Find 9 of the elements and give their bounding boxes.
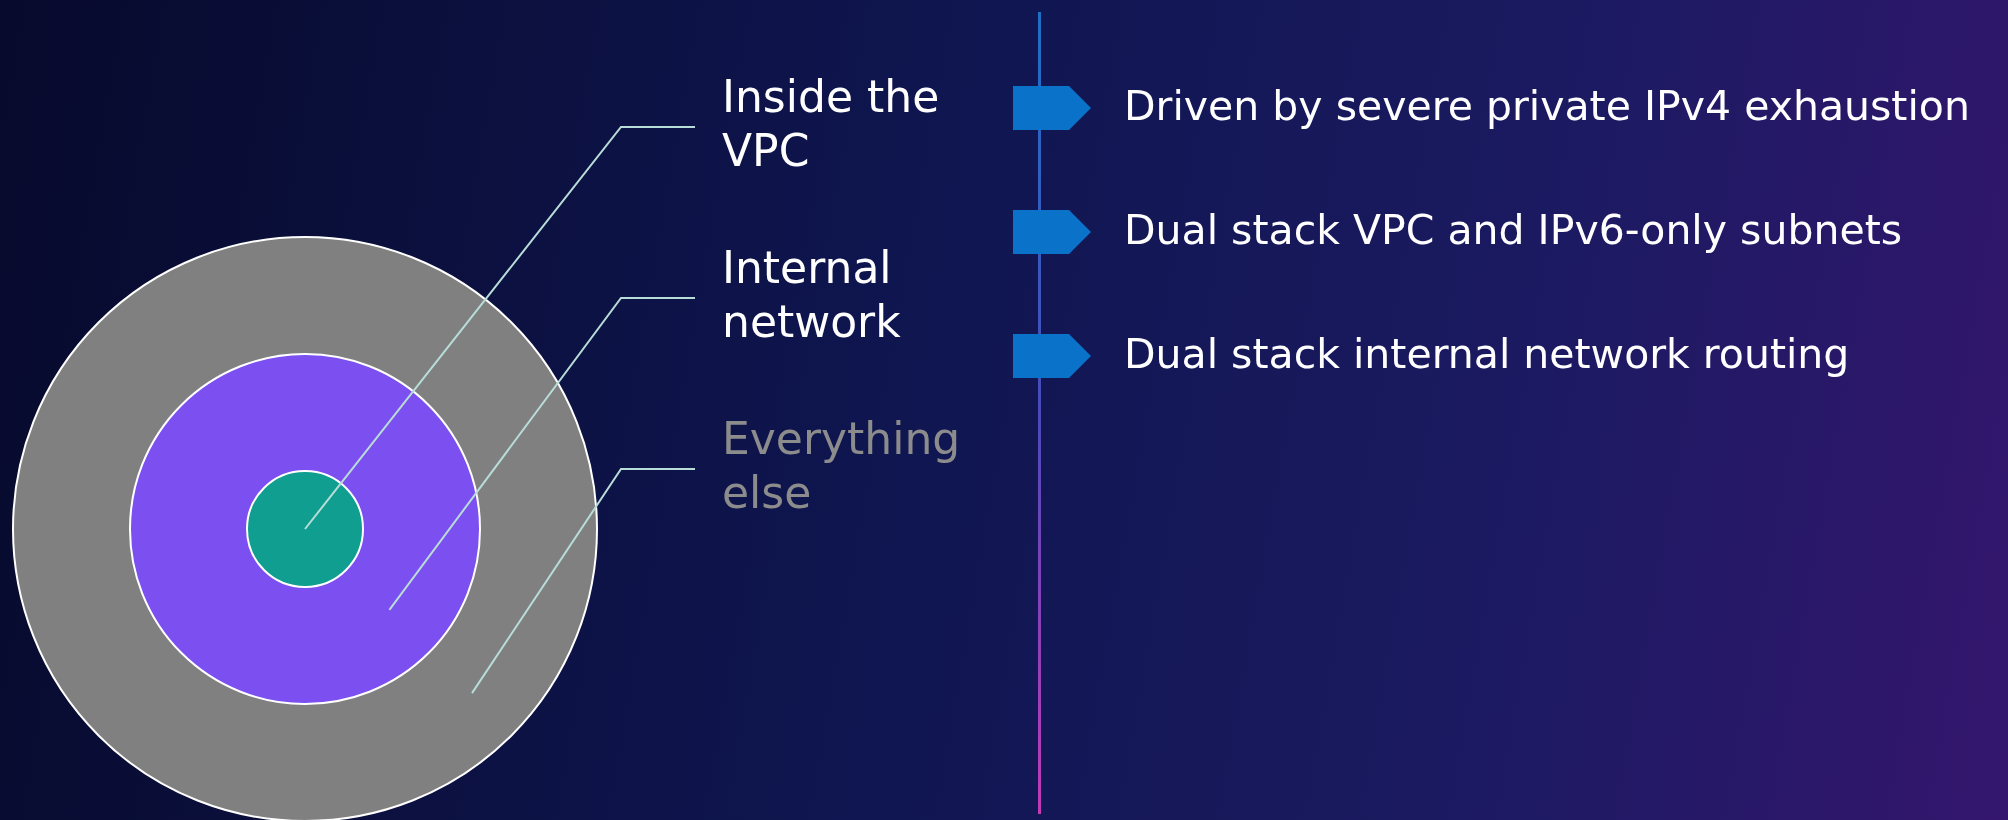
bullet-text: Dual stack VPC and IPv6-only subnets — [1124, 205, 1903, 255]
bullet-text: Dual stack internal network routing — [1124, 329, 1850, 379]
leader-line — [471, 468, 696, 695]
bullet-text: Driven by severe private IPv4 exhaustion — [1124, 81, 1970, 131]
callout-text: Everything else — [722, 412, 982, 520]
leader-line — [304, 126, 696, 530]
leader-line — [388, 297, 696, 611]
callout-text: Internal network — [722, 241, 982, 349]
callout-text: Inside the VPC — [722, 70, 982, 178]
